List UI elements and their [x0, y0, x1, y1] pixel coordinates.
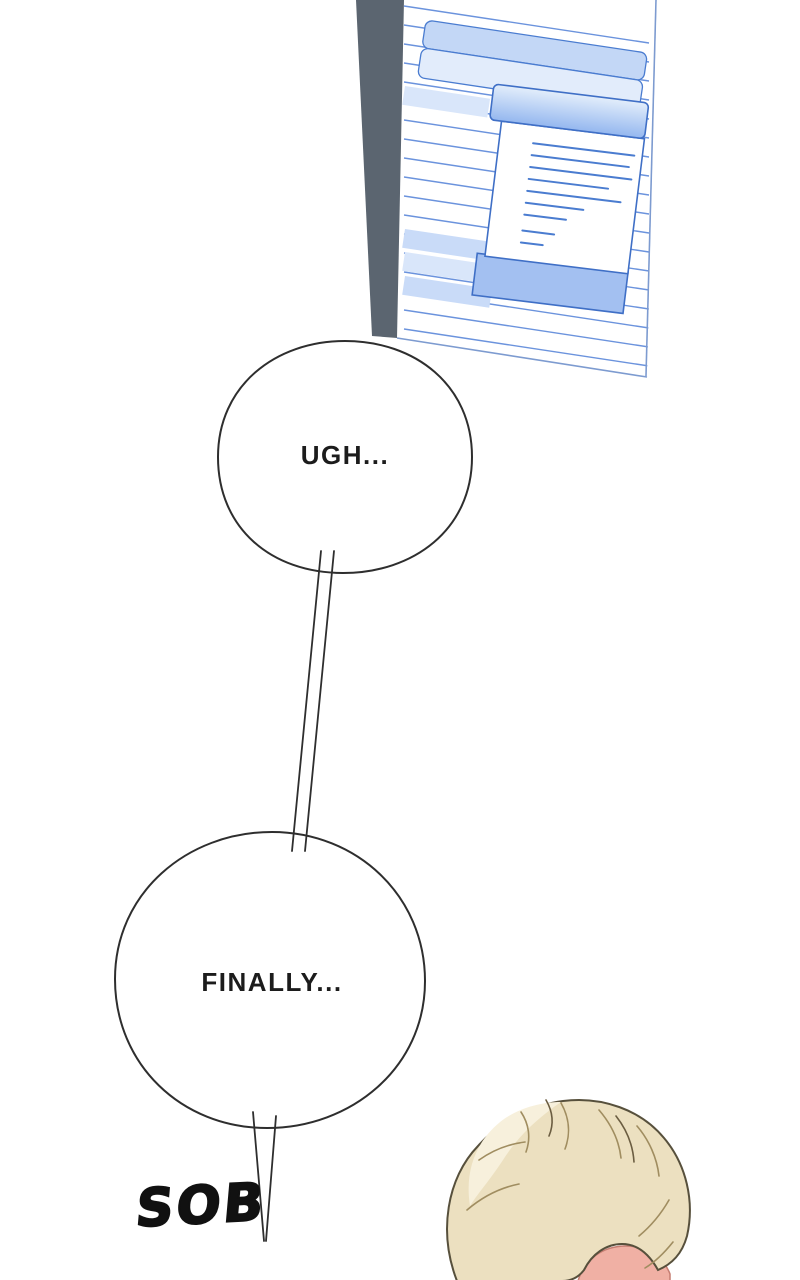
screen-highlight-cells [402, 85, 498, 308]
hair-strands [466, 1102, 674, 1269]
monitor-screen [397, 0, 657, 377]
bubble-connector [291, 550, 335, 852]
screen-dialog-window [471, 83, 650, 315]
screen-bottom-edge [396, 337, 648, 378]
bubble-tail [252, 1111, 277, 1242]
dialog-body [484, 120, 646, 275]
speech-bubble-1 [216, 339, 474, 575]
speech-bubble-1-text: UGH... [300, 440, 390, 470]
speech-bubble-2-text: FINALLY... [201, 967, 343, 997]
hair-strands-dark [545, 1099, 635, 1163]
monitor-illustration [356, 0, 657, 378]
dialog-title-bar [489, 83, 650, 139]
sob-sfx-text: SOB [132, 1171, 269, 1240]
monitor-bezel [356, 0, 404, 338]
character-illustration [446, 1099, 691, 1280]
speech-bubble-2 [113, 830, 427, 1130]
screen-right-edge [645, 0, 657, 377]
dialog-text-lines [519, 142, 636, 247]
